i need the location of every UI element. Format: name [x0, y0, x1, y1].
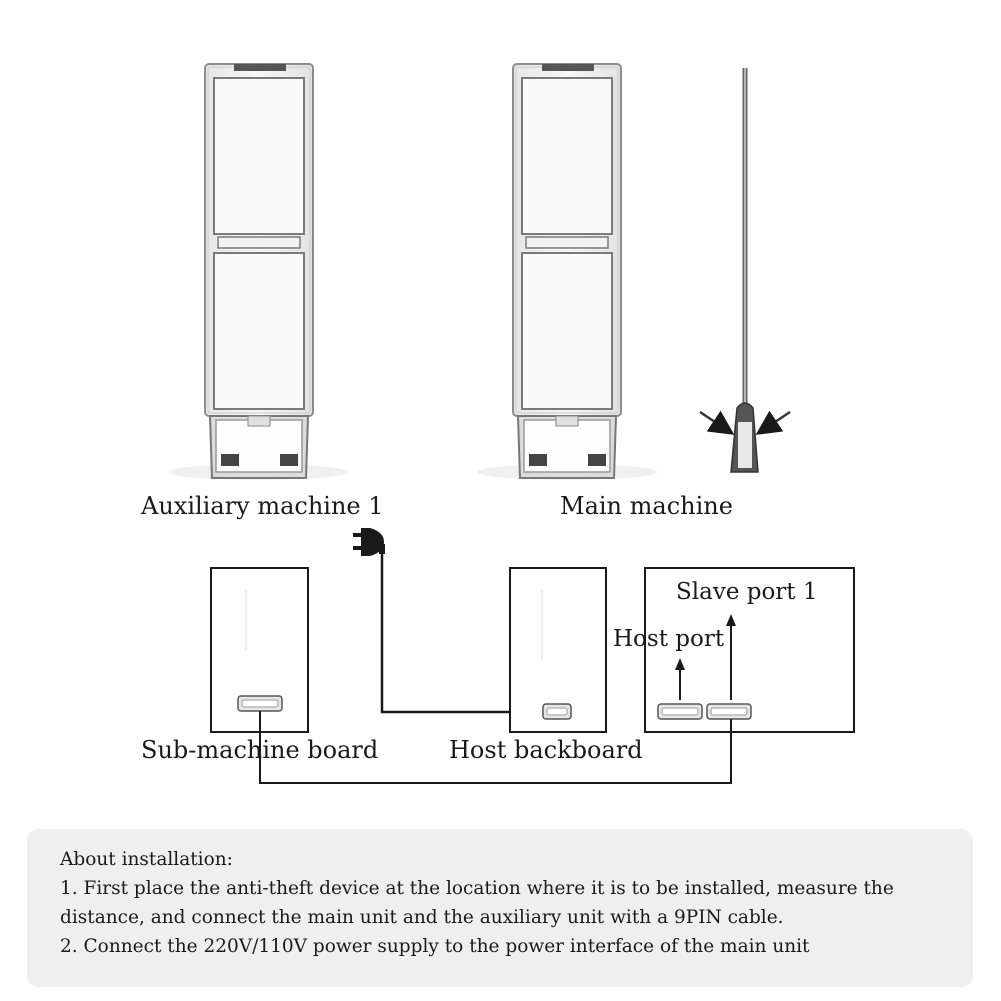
sub-machine-board-label: Sub-machine board	[141, 736, 379, 764]
host-backboard-label: Host backboard	[449, 736, 643, 764]
main-machine-label: Main machine	[560, 492, 733, 520]
notes-line: 1. First place the anti-theft device at …	[60, 878, 894, 899]
host-backboard-power-port	[542, 703, 572, 720]
notes-line: distance, and connect the main unit and …	[60, 907, 784, 928]
host-port-label: Host port	[613, 626, 725, 652]
host-backboard	[509, 567, 607, 733]
power-cable	[380, 552, 543, 714]
arrow-right-icon	[755, 410, 791, 435]
arrow-up-icon	[726, 614, 736, 700]
slave-port-connector	[706, 703, 752, 720]
auxiliary-machine-antenna	[168, 63, 348, 480]
host-port-connector	[657, 703, 703, 720]
sub-board-port	[237, 695, 283, 712]
installation-notes: About installation: 1. First place the a…	[27, 829, 973, 987]
arrow-up-icon	[675, 658, 685, 700]
arrow-left-icon	[699, 410, 735, 435]
power-plug-icon	[353, 528, 385, 556]
main-machine-antenna	[477, 63, 657, 480]
sub-machine-board	[210, 567, 309, 733]
auxiliary-machine-label: Auxiliary machine 1	[141, 492, 384, 520]
antenna-side-view	[699, 68, 791, 473]
9pin-cable	[259, 711, 732, 784]
host-port-panel	[644, 567, 855, 733]
slave-port-label: Slave port 1	[676, 579, 818, 605]
notes-heading: About installation:	[60, 849, 233, 870]
notes-line: 2. Connect the 220V/110V power supply to…	[60, 936, 810, 957]
